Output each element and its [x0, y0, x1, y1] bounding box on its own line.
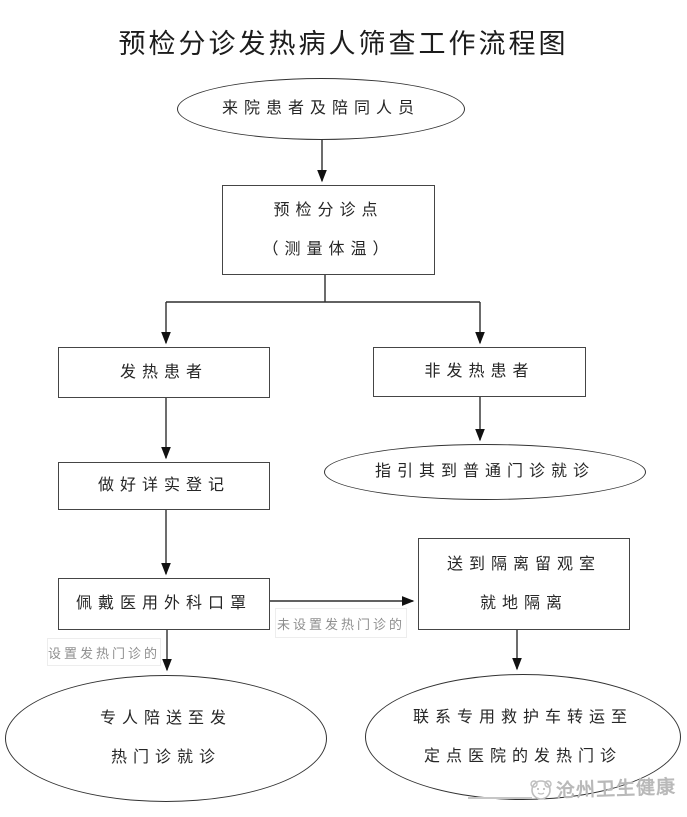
node-ambulance: 联系专用救护车转运至 定点医院的发热门诊: [365, 674, 681, 800]
node-mask: 佩戴医用外科口罩: [58, 578, 270, 630]
edge-label-has-fever-clinic: 设置发热门诊的: [47, 638, 161, 666]
node-guide-outpatient: 指引其到普通门诊就诊: [324, 444, 646, 500]
node-arrival-label: 来院患者及陪同人员: [221, 100, 420, 117]
node-registration: 做好详实登记: [58, 462, 270, 510]
page-title: 预检分诊发热病人筛查工作流程图: [118, 29, 569, 59]
node-isolation-line2: 就地隔离: [479, 594, 568, 612]
node-escort: 专人陪送至发 热门诊就诊: [5, 675, 327, 802]
node-escort-line2: 热门诊就诊: [110, 749, 221, 766]
edge-label-no-fever-clinic-text: 未设置发热门诊的: [276, 616, 405, 632]
node-non-fever-label: 非发热患者: [424, 363, 535, 380]
node-escort-line1: 专人陪送至发: [99, 710, 232, 727]
watermark-line: [468, 797, 532, 799]
node-ambulance-line2: 定点医院的发热门诊: [423, 747, 622, 765]
watermark-text: 沧州卫生健康: [555, 776, 677, 803]
node-triage: 预检分诊点 （测量体温）: [222, 185, 435, 275]
node-triage-line1: 预检分诊点: [273, 201, 384, 219]
node-isolation-line1: 送到隔离留观室: [446, 555, 601, 573]
edge-label-no-fever-clinic: 未设置发热门诊的: [275, 608, 407, 638]
mascot-logo-icon: [530, 780, 552, 800]
watermark: 沧州卫生健康: [468, 768, 683, 814]
edge-label-has-fever-clinic-text: 设置发热门诊的: [48, 645, 161, 661]
node-mask-label: 佩戴医用外科口罩: [75, 595, 252, 612]
node-non-fever: 非发热患者: [373, 347, 586, 397]
node-fever: 发热患者: [58, 347, 270, 398]
node-arrival: 来院患者及陪同人员: [177, 78, 465, 140]
node-ambulance-line1: 联系专用救护车转运至: [412, 708, 633, 726]
node-triage-line2: （测量体温）: [262, 240, 395, 258]
node-registration-label: 做好详实登记: [97, 477, 230, 494]
node-guide-outpatient-label: 指引其到普通门诊就诊: [374, 463, 595, 480]
node-isolation: 送到隔离留观室 就地隔离: [418, 538, 630, 630]
node-fever-label: 发热患者: [119, 363, 208, 381]
